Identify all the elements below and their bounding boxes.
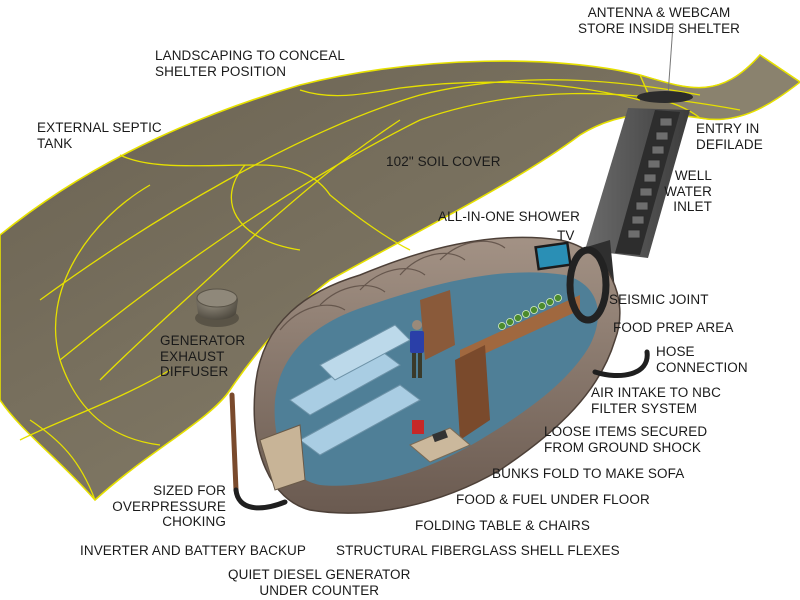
label-generator: QUIET DIESEL GENERATOR UNDER COUNTER <box>228 567 411 598</box>
exhaust-diffuser-icon <box>195 288 239 327</box>
label-seismic-joint: SEISMIC JOINT <box>609 292 709 307</box>
soil-cover-surface <box>0 53 800 502</box>
label-bunks: BUNKS FOLD TO MAKE SOFA <box>492 466 685 481</box>
label-loose-items: LOOSE ITEMS SECURED FROM GROUND SHOCK <box>544 424 708 455</box>
label-septic: EXTERNAL SEPTIC TANK <box>37 120 162 151</box>
label-well-water: WELL WATER INLET <box>664 168 712 214</box>
label-tv: TV <box>557 228 575 243</box>
label-antenna: ANTENNA & WEBCAM STORE INSIDE SHELTER <box>578 5 741 36</box>
label-inverter: INVERTER AND BATTERY BACKUP <box>80 543 307 558</box>
label-food-prep: FOOD PREP AREA <box>613 320 734 335</box>
label-hose: HOSE CONNECTION <box>656 344 748 375</box>
label-entry: ENTRY IN DEFILADE <box>696 121 763 152</box>
label-food-fuel: FOOD & FUEL UNDER FLOOR <box>456 492 650 507</box>
antenna-icon <box>637 24 693 103</box>
label-shower: ALL-IN-ONE SHOWER <box>438 209 580 224</box>
label-overpressure: SIZED FOR OVERPRESSURE CHOKING <box>112 483 226 529</box>
hose-connection-icon <box>592 349 650 378</box>
label-generator-exhaust: GENERATOR EXHAUST DIFFUSER <box>160 333 246 379</box>
shelter-shell <box>253 236 621 514</box>
label-soil-cover: 102" SOIL COVER <box>386 154 501 169</box>
exhaust-pipe <box>229 392 288 511</box>
label-folding-table: FOLDING TABLE & CHAIRS <box>415 518 590 533</box>
seismic-joint-icon <box>566 246 610 324</box>
label-fiberglass: STRUCTURAL FIBERGLASS SHELL FLEXES <box>336 543 620 558</box>
label-air-intake: AIR INTAKE TO NBC FILTER SYSTEM <box>591 385 721 416</box>
tv-icon <box>534 241 572 271</box>
person-figure <box>410 320 424 378</box>
label-landscaping: LANDSCAPING TO CONCEAL SHELTER POSITION <box>155 48 346 79</box>
